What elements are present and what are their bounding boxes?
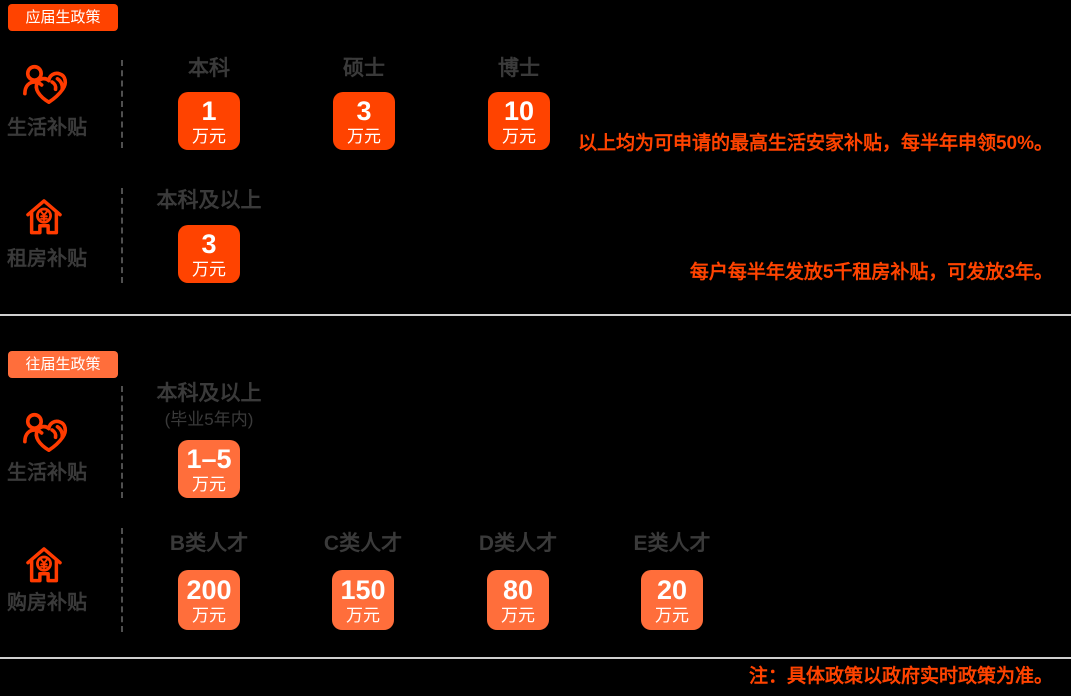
badge-value: 1–5 xyxy=(186,443,232,474)
value-badge: 1 万元 xyxy=(178,92,240,150)
column-doctor: 博士 10 万元 xyxy=(488,56,550,150)
column-subheader: (毕业5年内) xyxy=(164,410,254,429)
badge-value: 20 xyxy=(656,574,688,605)
section-tag-fresh-graduates: 应届生政策 xyxy=(8,4,118,31)
badge-unit: 万元 xyxy=(192,474,226,494)
row-label-rent-subsidy: 租房补贴 xyxy=(7,248,87,270)
badge-value: 1 xyxy=(201,95,217,126)
column-bachelor-and-above: 本科及以上 (毕业5年内) 1–5 万元 xyxy=(157,381,262,498)
column-header: 本科及以上 xyxy=(156,382,262,405)
rent-subsidy-icon xyxy=(26,199,62,235)
value-badge: 1–5 万元 xyxy=(178,440,240,498)
column-talent-b: B类人才 200 万元 xyxy=(170,531,248,630)
living-subsidy-note: 以上均为可申请的最高生活安家补贴，每半年申领50%。 xyxy=(577,133,1053,154)
dashed-divider xyxy=(121,386,123,498)
dashed-divider xyxy=(121,528,123,632)
column-header: 博士 xyxy=(498,57,540,80)
row-label-home-purchase-subsidy: 购房补贴 xyxy=(7,592,87,614)
column-header: 本科及以上 xyxy=(156,189,262,212)
value-badge: 20 万元 xyxy=(641,570,703,630)
life-subsidy-icon xyxy=(23,64,68,105)
badge-value: 200 xyxy=(186,574,232,605)
badge-value: 150 xyxy=(340,574,386,605)
column-header: 硕士 xyxy=(343,57,385,80)
rent-subsidy-note: 每户每半年发放5千租房补贴，可发放3年。 xyxy=(689,262,1053,283)
footer-note: 注：具体政策以政府实时政策为准。 xyxy=(748,666,1053,687)
badge-unit: 万元 xyxy=(347,126,381,146)
row-label-living-subsidy: 生活补贴 xyxy=(7,117,87,139)
badge-value: 10 xyxy=(503,95,535,126)
badge-unit: 万元 xyxy=(192,126,226,146)
value-badge: 80 万元 xyxy=(487,570,549,630)
column-talent-e: E类人才 20 万元 xyxy=(634,531,711,630)
badge-value: 3 xyxy=(356,95,372,126)
home-purchase-subsidy-icon xyxy=(26,547,62,583)
column-talent-d: D类人才 80 万元 xyxy=(479,531,557,630)
badge-value: 80 xyxy=(502,574,534,605)
row-label-living-subsidy: 生活补贴 xyxy=(7,462,87,484)
badge-value: 3 xyxy=(201,228,217,259)
value-badge: 3 万元 xyxy=(333,92,395,150)
section-tag-previous-graduates: 往届生政策 xyxy=(8,351,118,378)
section-divider xyxy=(0,314,1071,316)
dashed-divider xyxy=(121,60,123,148)
badge-unit: 万元 xyxy=(346,605,380,625)
column-bachelor: 本科 1 万元 xyxy=(178,56,240,150)
value-badge: 10 万元 xyxy=(488,92,550,150)
column-header: D类人才 xyxy=(478,532,558,555)
column-header: 本科 xyxy=(188,57,230,80)
badge-unit: 万元 xyxy=(192,259,226,279)
footer-divider xyxy=(0,657,1071,659)
column-bachelor-and-above: 本科及以上 3 万元 xyxy=(157,188,262,283)
badge-unit: 万元 xyxy=(192,605,226,625)
dashed-divider xyxy=(121,188,123,283)
column-header: C类人才 xyxy=(323,532,403,555)
column-talent-c: C类人才 150 万元 xyxy=(324,531,402,630)
column-master: 硕士 3 万元 xyxy=(333,56,395,150)
value-badge: 200 万元 xyxy=(178,570,240,630)
badge-unit: 万元 xyxy=(655,605,689,625)
column-header: B类人才 xyxy=(169,532,249,555)
badge-unit: 万元 xyxy=(502,126,536,146)
badge-unit: 万元 xyxy=(501,605,535,625)
life-subsidy-icon xyxy=(23,412,68,453)
column-header: E类人才 xyxy=(633,532,711,555)
value-badge: 150 万元 xyxy=(332,570,394,630)
value-badge: 3 万元 xyxy=(178,225,240,283)
